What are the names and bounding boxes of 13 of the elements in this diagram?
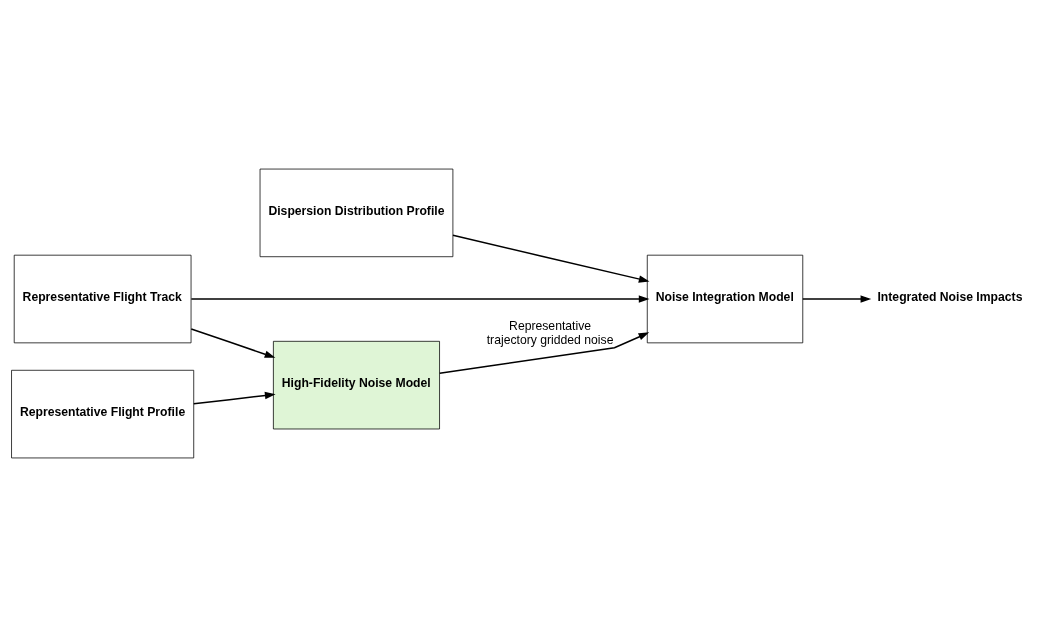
node-text: Integrated Noise Impacts bbox=[877, 289, 1023, 304]
node-box: Representative Flight Track bbox=[13, 254, 192, 343]
node-box: Noise Integration Model bbox=[646, 254, 804, 343]
node-box: High-Fidelity Noise Model bbox=[273, 340, 440, 429]
arrow bbox=[193, 391, 276, 404]
arrow bbox=[452, 234, 650, 283]
arrow bbox=[438, 331, 650, 374]
node-box: Dispersion Distribution Profile bbox=[259, 168, 454, 257]
edge-label: Representative trajectory gridded noise bbox=[486, 318, 614, 347]
arrow bbox=[190, 327, 276, 358]
arrow bbox=[190, 294, 650, 303]
node-box: Representative Flight Profile bbox=[11, 369, 195, 458]
arrow bbox=[802, 294, 872, 303]
